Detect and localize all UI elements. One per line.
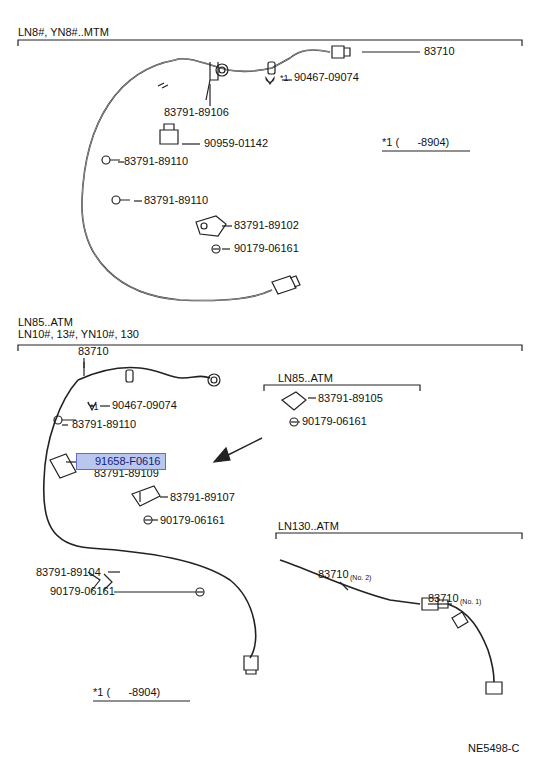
part-number: 90179-06161 [302, 415, 367, 428]
part-number: 83710 [424, 45, 455, 58]
part-number: *1 [90, 401, 99, 414]
part-number: 83791-89102 [234, 219, 299, 232]
part-number: LN10#, 13#, YN10#, 130 [18, 328, 139, 341]
part-number: 90467-09074 [112, 399, 177, 412]
part-number: 83791-89110 [144, 194, 208, 207]
part-number: 83791-89105 [318, 392, 383, 405]
part-number: (No. 1) [460, 595, 481, 608]
part-number: 90179-06161 [160, 514, 225, 527]
part-number: 83710 [78, 345, 109, 358]
part-number: 90467-09074 [294, 71, 359, 84]
part-number: LN130..ATM [278, 520, 339, 533]
highlight-box: 91658-F0616 [76, 453, 166, 470]
part-number: 90179-06161 [234, 242, 299, 255]
part-number: 83791-89107 [170, 491, 235, 504]
part-number: 83791-89106 [164, 106, 229, 119]
part-number: LN85..ATM [278, 372, 333, 385]
part-number: *1 ( -8904) [93, 686, 160, 699]
part-number: NE5498-C [468, 742, 519, 755]
part-number: 83710 [428, 592, 459, 605]
part-number: LN8#, YN8#..MTM [18, 26, 109, 39]
part-number: 90179-06161 [50, 585, 115, 598]
part-number: 91658-F0616 [95, 455, 161, 468]
part-number: 83791-89110 [124, 155, 188, 168]
part-number: 83791-89104 [36, 566, 101, 579]
part-number: 83791-89110 [72, 418, 136, 431]
part-number: 90959-01142 [204, 137, 268, 150]
part-number: (No. 2) [350, 571, 371, 584]
part-number: 83710 [318, 568, 349, 581]
part-number: *1 [280, 72, 289, 85]
part-number: *1 ( -8904) [382, 136, 449, 149]
part-number: LN85..ATM [18, 316, 73, 329]
